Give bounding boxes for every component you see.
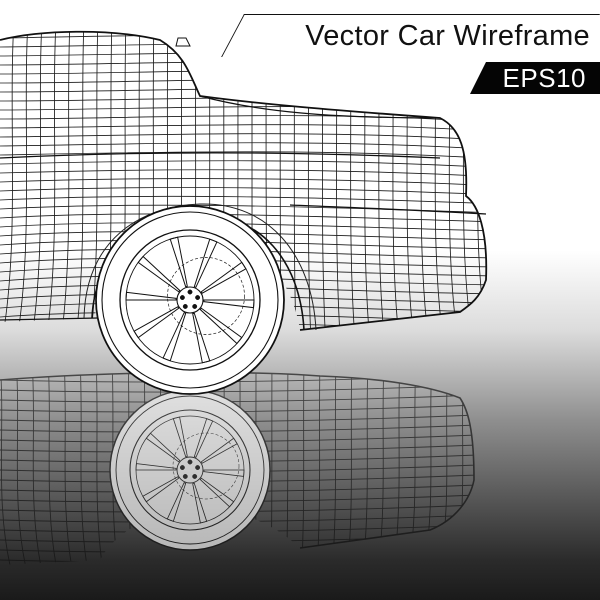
eps-badge-label: EPS10 — [502, 63, 586, 93]
car-reflection — [0, 371, 475, 565]
antenna — [175, 37, 191, 47]
title-heading: Vector Car Wireframe — [305, 20, 590, 52]
bumper-line — [289, 204, 487, 215]
trunk-edge — [199, 95, 441, 119]
reflected-wheel — [109, 389, 271, 551]
car-body-outline — [0, 30, 488, 331]
title-banner: Vector Car Wireframe EPS10 — [221, 12, 600, 94]
sill-line — [0, 317, 99, 321]
eps-badge: EPS10 — [470, 62, 600, 94]
car-wheel — [95, 205, 285, 395]
shoulder-line — [0, 152, 441, 159]
